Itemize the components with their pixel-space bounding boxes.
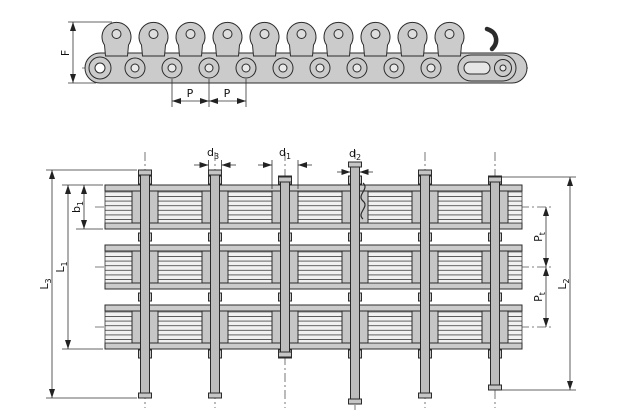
dim-d2-label: d2 <box>349 147 361 162</box>
dim-P: P P <box>171 79 247 107</box>
chain-body <box>84 52 528 84</box>
chain-strands <box>104 184 523 350</box>
pins <box>138 161 502 405</box>
dim-b1-label: b1 <box>70 201 85 213</box>
dim-Pt-lower: Pt <box>532 267 549 327</box>
dim-d1-label: d1 <box>279 146 291 161</box>
dim-P-left-label: P <box>187 87 194 100</box>
dim-d2: d2 <box>337 147 373 175</box>
dim-Pt-upper-label: Pt <box>532 232 547 242</box>
dim-L2: L2 <box>500 176 576 391</box>
dim-Pt-lower-label: Pt <box>532 292 547 302</box>
chain-strand <box>104 244 523 290</box>
dim-L2-label: L2 <box>556 278 571 289</box>
dim-d3: d3 <box>194 146 236 176</box>
pin-connecting <box>350 161 360 405</box>
cotter-pin <box>360 182 366 220</box>
scalloped-plates <box>101 21 465 57</box>
dim-L3-label: L3 <box>38 278 53 289</box>
dim-F: F <box>59 21 112 84</box>
dim-d1: d1 <box>258 146 312 189</box>
side-view: F P P <box>59 21 528 107</box>
dim-L3: L3 <box>38 169 137 399</box>
pin <box>280 176 290 358</box>
pin <box>420 169 430 399</box>
dim-d3-label: d3 <box>207 146 219 161</box>
dim-L1-label: L1 <box>54 261 69 272</box>
dim-Pt-upper: Pt <box>532 207 549 267</box>
chain-strand <box>104 304 523 350</box>
chain-strand <box>104 184 523 230</box>
pin <box>490 176 500 391</box>
left-end-pin <box>88 56 112 80</box>
dim-F-label: F <box>59 50 72 56</box>
dim-L1: L1 <box>54 185 103 350</box>
plan-view: d3 d1 d2 b1 L1 <box>38 146 576 410</box>
dim-P-right-label: P <box>224 87 231 100</box>
pin <box>140 169 150 399</box>
connecting-link <box>457 26 517 82</box>
link-hook <box>484 26 499 52</box>
pin <box>210 169 220 399</box>
